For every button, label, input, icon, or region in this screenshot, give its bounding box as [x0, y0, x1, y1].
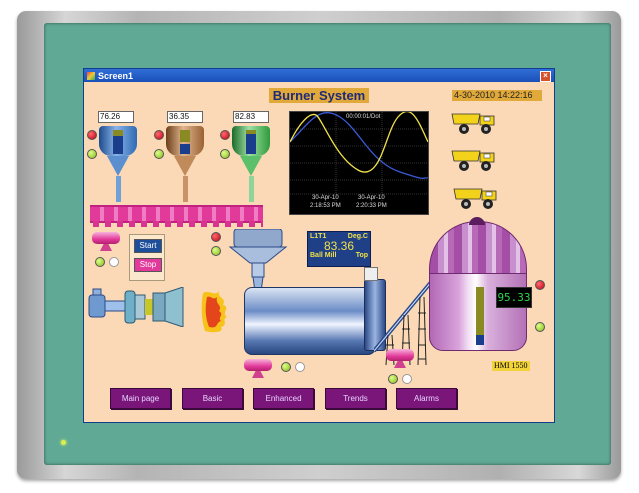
- nav-basic-button[interactable]: Basic: [182, 388, 243, 409]
- feed-pump-icon: [92, 232, 120, 252]
- hopper-1: [99, 126, 137, 202]
- feed-pump-run-lamp-icon: [95, 257, 105, 267]
- window-title: Screen1: [98, 70, 134, 81]
- silo-pump-run-lamp-icon: [388, 374, 398, 384]
- valve-shaft-assembly: [88, 287, 184, 327]
- conveyor-teeth: [90, 221, 263, 227]
- readout-tag: L1T1: [310, 233, 327, 240]
- trend-x-label-2-date: 30-Apr-10: [358, 195, 385, 201]
- mill-pump-stop-lamp-icon: [295, 362, 305, 372]
- silo-alarm-lamp-icon: [535, 280, 545, 290]
- nav-enhanced-button[interactable]: Enhanced: [253, 388, 314, 409]
- hopper-2: [166, 126, 204, 202]
- start-button[interactable]: Start: [134, 239, 162, 253]
- hopper-3: [232, 126, 270, 202]
- burner-flame-icon: [201, 291, 227, 333]
- trend-plot: [289, 110, 429, 204]
- trend-scale-label: 00:00:01/Dot: [346, 114, 381, 120]
- hopper-1-ok-lamp-icon: [87, 149, 97, 159]
- readout-position: Top: [355, 252, 368, 259]
- trend-x-label-2-time: 2:20:33 PM: [356, 203, 387, 209]
- page-title: Burner System: [269, 88, 369, 103]
- nav-trends-button[interactable]: Trends: [325, 388, 386, 409]
- hopper-2-value: 36.35: [167, 111, 203, 123]
- app-icon: [87, 71, 95, 80]
- hmi-window: Screen1 × Burner System 4-30-2010 14:22:…: [83, 68, 555, 423]
- power-led-icon: [61, 440, 66, 445]
- nav-alarms-button[interactable]: Alarms: [396, 388, 457, 409]
- trend-x-label-1-time: 2:18:53 PM: [310, 203, 341, 209]
- hopper-3-value: 82.83: [233, 111, 269, 123]
- start-stop-panel: Start Stop: [129, 234, 165, 281]
- storage-silo: 95.33: [429, 217, 532, 353]
- temperature-readout: L1T1 Deg.C 83.36 Ball Mill Top: [307, 231, 371, 267]
- dump-truck-3-icon: [453, 188, 497, 209]
- silo-level-bar: [476, 287, 484, 345]
- hopper-1-alarm-lamp-icon: [87, 130, 97, 140]
- dump-truck-2-icon: [451, 150, 495, 171]
- silo-ok-lamp-icon: [535, 322, 545, 332]
- silo-pump-stop-lamp-icon: [402, 374, 412, 384]
- feeder-ok-lamp-icon: [211, 246, 221, 256]
- readout-location: Ball Mill: [310, 252, 337, 259]
- hopper-2-alarm-lamp-icon: [154, 130, 164, 140]
- ball-mill-drum: [244, 287, 376, 355]
- feeder-alarm-lamp-icon: [211, 232, 221, 242]
- model-label: HMI 1550: [492, 361, 530, 371]
- trend-x-label-1-date: 30-Apr-10: [312, 195, 339, 201]
- feed-pump-stop-lamp-icon: [109, 257, 119, 267]
- trend-chart[interactable]: 00:00:01/Dot 30-Apr-10 2:18:53 PM 30-Apr…: [289, 110, 429, 215]
- dump-truck-1-icon: [451, 113, 495, 134]
- readout-value: 83.36: [323, 239, 355, 253]
- silo-feed-conveyor: [374, 279, 434, 366]
- hopper-3-alarm-lamp-icon: [220, 130, 230, 140]
- motor-control-box: [364, 267, 378, 281]
- hopper-3-ok-lamp-icon: [220, 149, 230, 159]
- hopper-1-value: 76.26: [98, 111, 134, 123]
- stop-button[interactable]: Stop: [134, 258, 162, 272]
- silo-pump-icon: [386, 349, 414, 369]
- window-titlebar[interactable]: Screen1 ×: [84, 69, 554, 82]
- mill-pump-icon: [244, 359, 272, 379]
- hopper-2-ok-lamp-icon: [154, 149, 164, 159]
- nav-main-page-button[interactable]: Main page: [110, 388, 171, 409]
- datetime-display: 4-30-2010 14:22:16: [452, 90, 542, 101]
- readout-unit: Deg.C: [347, 233, 368, 240]
- close-button[interactable]: ×: [540, 71, 551, 82]
- silo-level-fill: [476, 335, 484, 345]
- silo-digital-display: 95.33: [496, 287, 532, 308]
- mill-pump-run-lamp-icon: [281, 362, 291, 372]
